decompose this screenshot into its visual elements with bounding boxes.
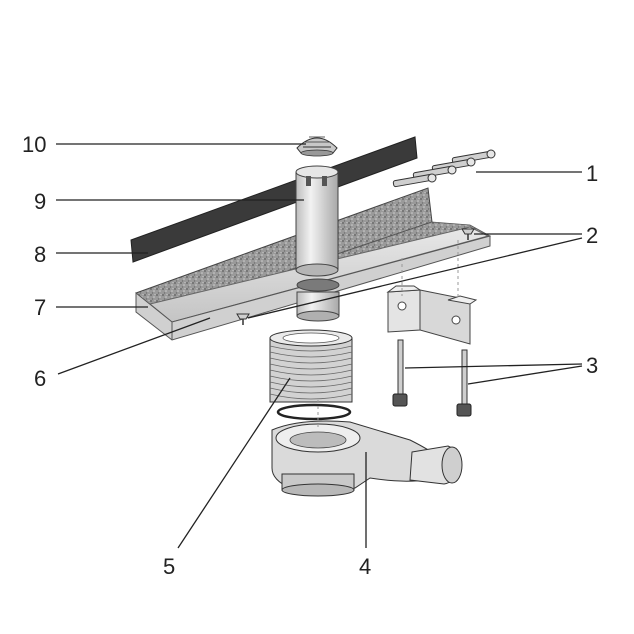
leader-2b — [247, 237, 583, 319]
channel-screw-right — [461, 228, 475, 240]
leader-3a — [404, 363, 583, 369]
screw-icon — [392, 173, 437, 188]
channel-screw-left — [236, 313, 250, 325]
leader-5 — [177, 377, 291, 549]
leader-6 — [57, 317, 211, 375]
callout-4: 4 — [359, 554, 371, 579]
callout-9: 9 — [34, 189, 46, 214]
threaded-rod-left — [392, 339, 408, 407]
callout-8: 8 — [34, 242, 46, 267]
callout-10: 10 — [22, 132, 46, 157]
callout-7: 7 — [34, 295, 46, 320]
leader-3b — [467, 365, 583, 385]
callout-6: 6 — [34, 366, 46, 391]
threaded-rod-right — [456, 349, 472, 417]
callout-2: 2 — [586, 223, 598, 248]
threaded-sleeve — [269, 329, 353, 421]
callout-3: 3 — [586, 353, 598, 378]
cap-grate — [296, 136, 338, 157]
drain-trap — [271, 400, 463, 497]
vertical-pipe — [295, 165, 340, 322]
screw-set — [392, 149, 496, 188]
callout-5: 5 — [163, 554, 175, 579]
mounting-bracket — [386, 240, 478, 345]
callout-1: 1 — [586, 161, 598, 186]
